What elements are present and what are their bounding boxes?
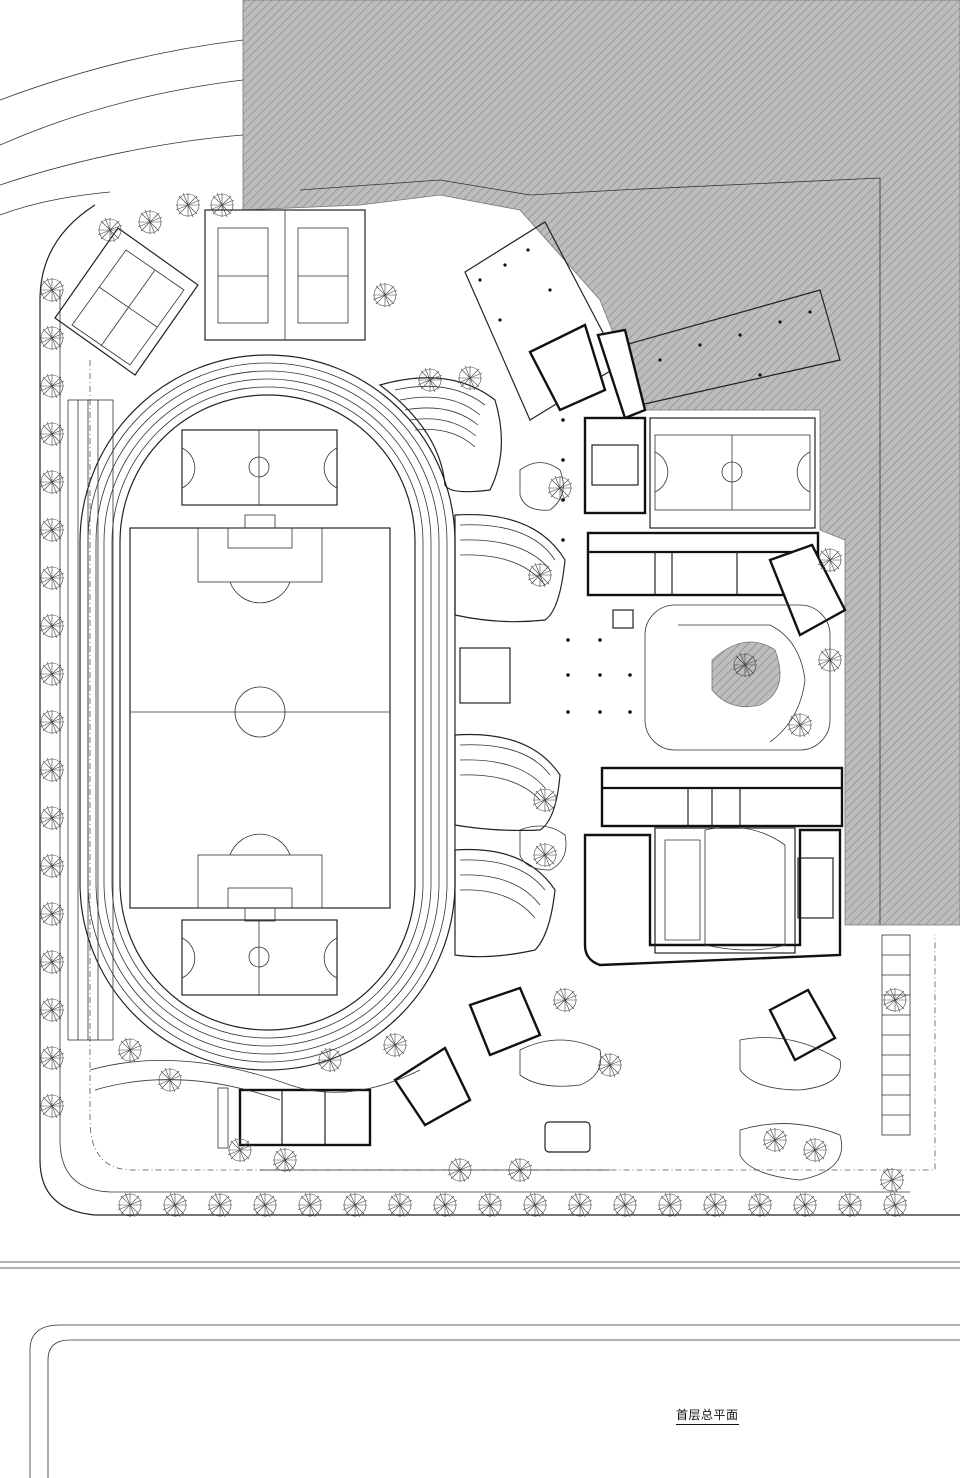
roads-top-left xyxy=(0,39,244,216)
tree-symbol xyxy=(342,1192,368,1218)
tree-symbol xyxy=(39,613,65,639)
tree-symbol xyxy=(522,1192,548,1218)
site-boundary xyxy=(39,204,960,1216)
tree-symbol xyxy=(39,1045,65,1071)
tree-symbol xyxy=(567,1192,593,1218)
roads-bottom xyxy=(0,1261,960,1478)
tree-symbol xyxy=(39,661,65,687)
tree-symbol xyxy=(39,901,65,927)
tree-symbol xyxy=(39,565,65,591)
tree-symbol xyxy=(477,1192,503,1218)
tree-symbol xyxy=(532,842,558,868)
tree-symbol xyxy=(297,1192,323,1218)
tree-symbol xyxy=(732,652,758,678)
classroom-block-middle xyxy=(586,531,847,637)
running-track xyxy=(67,354,456,1071)
tree-symbol xyxy=(39,805,65,831)
tree-symbol xyxy=(39,949,65,975)
tree-symbol xyxy=(39,1093,65,1119)
tree-symbol xyxy=(792,1192,818,1218)
tree-symbol xyxy=(317,1047,343,1073)
tree-symbol xyxy=(97,217,123,243)
neighbour-plot-inner-line xyxy=(299,177,881,925)
courtyard xyxy=(644,604,831,751)
tree-symbol xyxy=(39,709,65,735)
tree-symbol xyxy=(547,475,573,501)
tree-symbol xyxy=(882,1192,908,1218)
tree-symbol xyxy=(882,987,908,1013)
tree-symbol xyxy=(447,1157,473,1183)
tree-symbol xyxy=(39,421,65,447)
tree-symbol xyxy=(272,1147,298,1173)
tree-symbol xyxy=(39,757,65,783)
tree-symbol xyxy=(39,469,65,495)
tree-symbol xyxy=(457,365,483,391)
tree-symbol xyxy=(157,1067,183,1093)
tree-symbol xyxy=(175,192,201,218)
tree-symbol xyxy=(597,1052,623,1078)
drawing-caption: 首层总平面 xyxy=(676,1406,739,1425)
tree-symbol xyxy=(787,712,813,738)
tree-symbol xyxy=(817,547,843,573)
grandstand-shells xyxy=(378,377,566,958)
tree-symbol xyxy=(252,1192,278,1218)
tree-symbol xyxy=(432,1192,458,1218)
tree-symbol xyxy=(387,1192,413,1218)
tree-symbol xyxy=(207,1192,233,1218)
parking-stalls-right xyxy=(881,934,911,1136)
tree-symbol xyxy=(209,192,235,218)
buildings-south xyxy=(217,986,837,1171)
building-north-east xyxy=(528,323,816,529)
tree-symbol xyxy=(657,1192,683,1218)
tree-symbol xyxy=(527,562,553,588)
tree-symbol xyxy=(532,787,558,813)
football-pitch xyxy=(129,514,391,922)
tree-symbol xyxy=(802,1137,828,1163)
tree-symbol xyxy=(817,647,843,673)
basketball-courts-track xyxy=(181,429,338,996)
tree-symbol xyxy=(39,325,65,351)
tree-symbol xyxy=(39,853,65,879)
tree-symbol xyxy=(879,1167,905,1193)
tree-symbol xyxy=(612,1192,638,1218)
courts-top xyxy=(54,209,366,376)
tree-symbol xyxy=(39,277,65,303)
tree-symbol xyxy=(39,997,65,1023)
planting-beds xyxy=(89,462,842,1181)
tree-symbol xyxy=(117,1192,143,1218)
tree-symbol xyxy=(227,1137,253,1163)
tree-symbol xyxy=(702,1192,728,1218)
tree-symbol xyxy=(552,987,578,1013)
site-inner-boundary xyxy=(59,290,910,1193)
tree-symbol xyxy=(417,367,443,393)
tree-symbol xyxy=(372,282,398,308)
tree-symbol xyxy=(39,373,65,399)
tree-symbol xyxy=(747,1192,773,1218)
tree-symbol xyxy=(162,1192,188,1218)
tree-symbol xyxy=(837,1192,863,1218)
theatre-block xyxy=(583,766,844,967)
tree-symbol xyxy=(117,1037,143,1063)
tree-symbol xyxy=(39,517,65,543)
tree-symbol xyxy=(762,1127,788,1153)
tree-symbol xyxy=(137,209,163,235)
tree-symbol xyxy=(382,1032,408,1058)
tree-symbol xyxy=(507,1157,533,1183)
red-line-boundary xyxy=(89,360,936,1171)
